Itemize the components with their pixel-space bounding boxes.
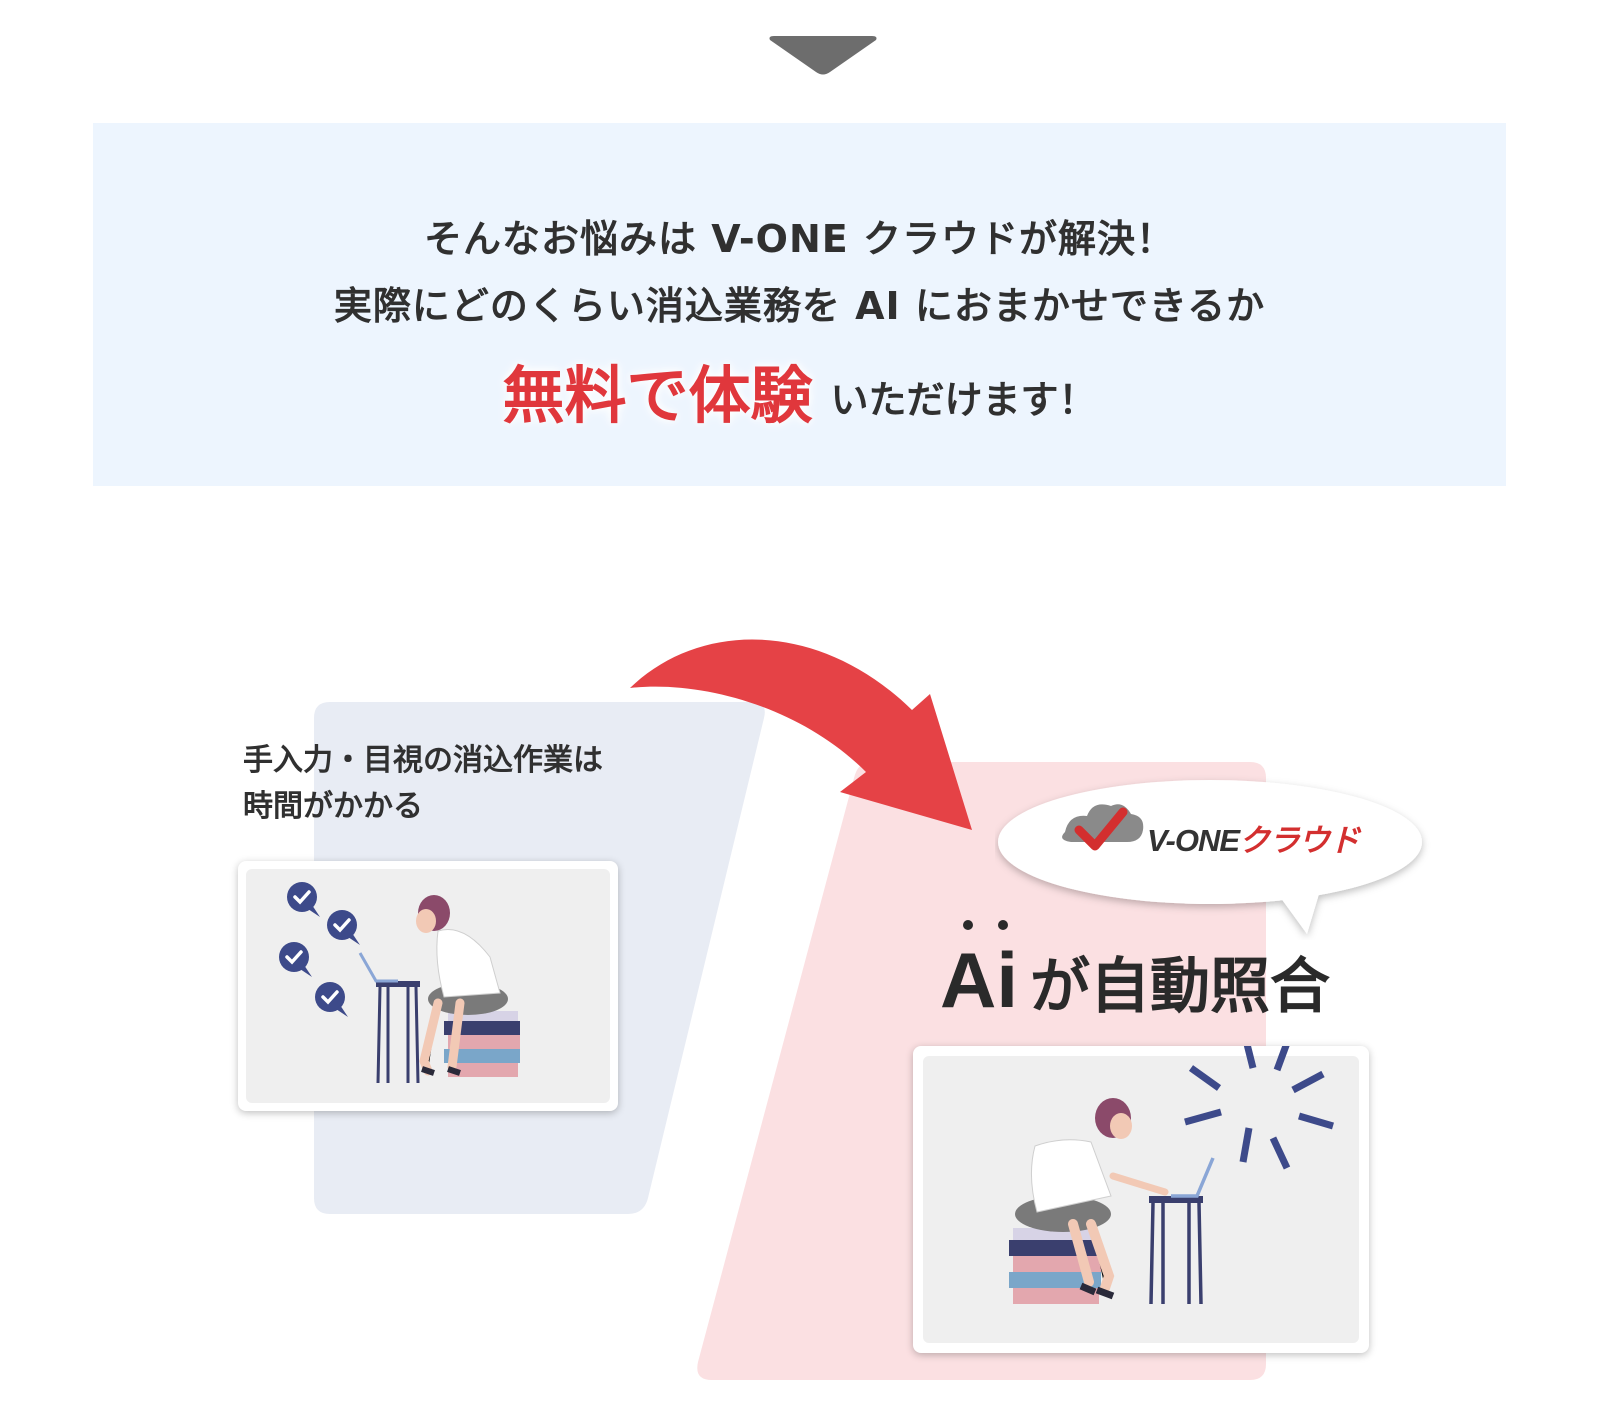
vone-cloud-logo-icon (1062, 804, 1144, 851)
ai-heading-rest: が自動照合 (1030, 952, 1330, 1022)
free-trial-highlight: 無料で体験 (502, 359, 813, 432)
ai-label: Ai (940, 936, 1018, 1024)
manual-work-caption: 手入力・目視の消込作業は 時間がかかる (243, 738, 603, 830)
manual-caption-line-2: 時間がかかる (243, 789, 423, 824)
brand-name-prefix: V-ONE (1147, 823, 1240, 858)
brand-name-suffix: クラウド (1239, 823, 1360, 858)
processing-burst-icon (1184, 1046, 1334, 1170)
brand-speech-bubble (998, 780, 1422, 934)
headline-line-1: そんなお悩みは V-ONE クラウドが解決！ (424, 217, 1175, 261)
ai-work-image (913, 1046, 1369, 1353)
ai-work-image-bg (923, 1056, 1359, 1343)
check-bubble-icon (279, 882, 360, 1017)
woman-working-with-ai-illustration (1009, 1046, 1334, 1305)
headline-line-2: 実際にどのくらい消込業務を AI におまかせできるか (333, 284, 1266, 328)
brand-name: V-ONEクラウド (1147, 815, 1360, 860)
headline-line-3: 無料で体験いただけます！ (93, 345, 1506, 435)
woman-working-manually-illustration (279, 882, 520, 1084)
transition-arrow-icon (630, 639, 972, 830)
headline-banner: そんなお悩みは V-ONE クラウドが解決！ 実際にどのくらい消込業務を AI … (93, 123, 1506, 486)
headline-line-3-rest: いただけます！ (830, 378, 1097, 422)
manual-work-image (238, 861, 618, 1111)
ai-dots-icon (963, 920, 1008, 930)
manual-caption-line-1: 手入力・目視の消込作業は (243, 743, 603, 778)
chevron-down-icon (769, 36, 877, 75)
